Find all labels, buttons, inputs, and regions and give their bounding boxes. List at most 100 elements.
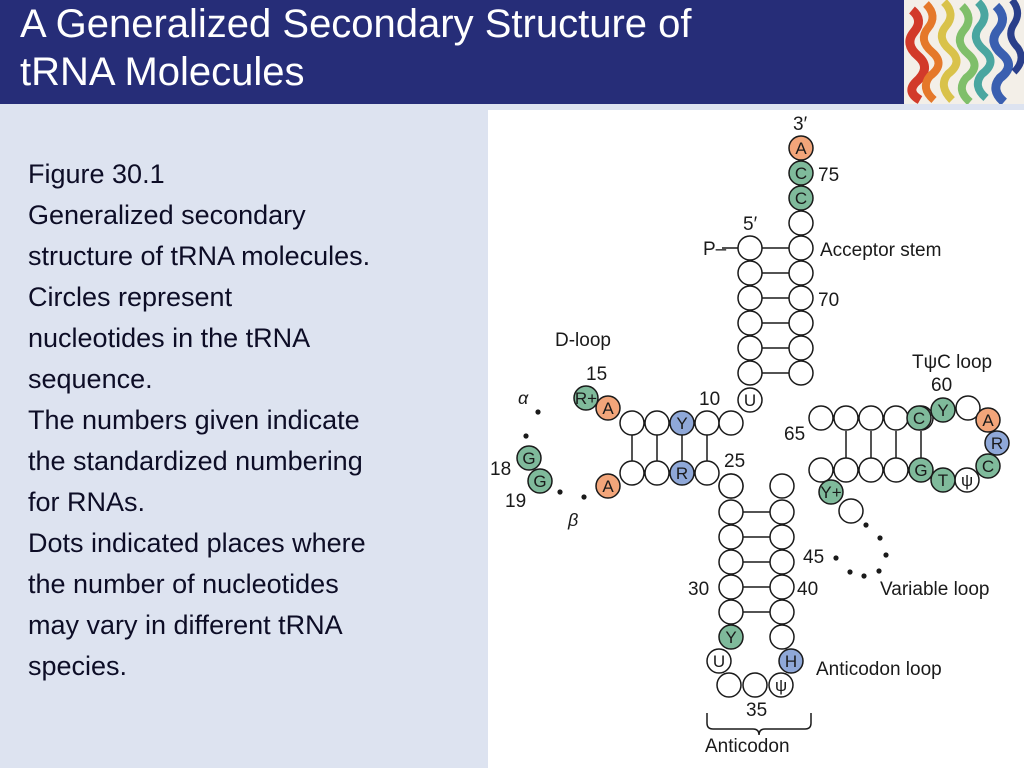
caption-line: for RNAs. — [28, 487, 146, 517]
caption-line: species. — [28, 651, 128, 681]
slide-header: A Generalized Secondary Structure of tRN… — [0, 0, 1024, 104]
number-65: 65 — [784, 424, 805, 445]
nucleotide-circle — [788, 235, 814, 261]
d-loop-g: G — [527, 468, 553, 494]
nucleotide-letter: ψ — [775, 676, 787, 695]
number-75: 75 — [818, 165, 839, 186]
number-25: 25 — [724, 451, 745, 472]
caption-line: Generalized secondary — [28, 200, 306, 230]
nucleotide-circle — [737, 360, 763, 386]
nucleotide-circle — [718, 499, 744, 525]
nucleotide-circle — [788, 210, 814, 236]
nucleotide-circle — [833, 457, 859, 483]
nucleotide-letter: C — [913, 409, 925, 428]
t-loop-c: C — [906, 405, 932, 431]
nucleotide-circle: Y — [669, 410, 695, 436]
nucleotide-circle: R — [669, 460, 695, 486]
nucleotide-letter: C — [982, 457, 994, 476]
variable-loop-label: Variable loop — [880, 579, 990, 600]
nucleotide-u8: U — [737, 387, 763, 413]
anticodon-h: H — [778, 648, 804, 674]
number-60: 60 — [931, 375, 952, 396]
nucleotide-circle — [718, 599, 744, 625]
nucleotide-circle — [718, 574, 744, 600]
t-loop-c: C — [975, 453, 1001, 479]
nucleotide-circle — [718, 549, 744, 575]
nucleotide-circle — [769, 599, 795, 625]
t-loop-psi: ψ — [954, 467, 980, 493]
variable-dot — [877, 535, 883, 541]
number-18: 18 — [490, 459, 511, 480]
nucleotide-circle — [955, 395, 981, 421]
variable-dot — [557, 489, 563, 495]
t-loop-t: T — [930, 467, 956, 493]
nucleotide-letter: U — [713, 652, 725, 671]
nucleotide-circle — [858, 405, 884, 431]
caption-line: may vary in different tRNA — [28, 610, 343, 640]
nucleotide-circle — [644, 410, 670, 436]
nucleotide-letter: Y — [725, 628, 736, 647]
anticodon-u: U — [706, 648, 732, 674]
nucleotide-letter: A — [602, 477, 614, 496]
number-30: 30 — [688, 579, 709, 600]
nucleotide-letter: G — [522, 449, 535, 468]
number-19: 19 — [505, 491, 526, 512]
anticodon-psi: ψ — [768, 672, 794, 698]
nucleotide-circle — [808, 457, 834, 483]
number-15: 15 — [586, 364, 607, 385]
nucleotide-letter: C — [795, 189, 807, 208]
variable-dot — [876, 568, 882, 574]
caption-line: nucleotides in the tRNA — [28, 323, 311, 353]
anticodon-label: Anticodon — [705, 736, 790, 757]
anticodon-bracket — [706, 713, 812, 736]
nucleotide-circle — [769, 473, 795, 499]
nucleotide-circle — [833, 405, 859, 431]
nucleotide-circle — [718, 524, 744, 550]
nucleotide-circle — [644, 460, 670, 486]
anticodon-loop-label: Anticodon loop — [816, 659, 942, 680]
number-70: 70 — [818, 290, 839, 311]
acceptor-c: C — [788, 160, 814, 186]
nucleotide-letter: G — [914, 461, 927, 480]
nucleotide-circle — [788, 260, 814, 286]
nucleotide-letter: A — [602, 399, 614, 418]
nucleotide-letter: ψ — [961, 471, 973, 490]
d-loop-label: D-loop — [555, 330, 611, 351]
nucleotide-circle — [838, 498, 864, 524]
backbone-lines — [706, 247, 812, 736]
nucleotide-circle — [788, 285, 814, 311]
nucleotide-circle — [737, 260, 763, 286]
nucleotide-letter: U — [744, 391, 756, 410]
acceptor-stem-label: Acceptor stem — [820, 240, 941, 261]
t-loop-label: TψC loop — [912, 352, 992, 373]
nucleotide-letter: H — [785, 652, 797, 671]
nucleotide-circle — [808, 405, 834, 431]
nucleotide-letter: R — [991, 434, 1003, 453]
variable-dot — [833, 555, 839, 561]
number-45: 45 — [803, 547, 824, 568]
nucleotide-circle — [883, 457, 909, 483]
five-prime-label: 5′ — [743, 214, 758, 235]
title-line-2: tRNA Molecules — [20, 50, 305, 94]
variable-dot — [863, 522, 869, 528]
nucleotide-circle — [737, 335, 763, 361]
nucleotide-circle — [769, 549, 795, 575]
nucleotide-circle — [619, 460, 645, 486]
variable-dot — [883, 552, 889, 558]
nucleotide-letter: Y — [937, 401, 948, 420]
caption-line: Circles represent — [28, 282, 233, 312]
nucleotide-circle — [716, 672, 742, 698]
caption-line: structure of tRNA molecules. — [28, 241, 371, 271]
protein-helix-image — [904, 0, 1024, 104]
nucleotide-letter: C — [795, 164, 807, 183]
number-10: 10 — [699, 389, 720, 410]
nucleotide-circle — [769, 624, 795, 650]
caption-line: Figure 30.1 — [28, 159, 165, 189]
nucleotide-letter: A — [982, 411, 994, 430]
nucleotide-circle — [718, 410, 744, 436]
beta-label: β — [567, 510, 578, 530]
nucleotide-circle — [769, 574, 795, 600]
nucleotide-letter: G — [533, 472, 546, 491]
variable-dot — [861, 573, 867, 579]
